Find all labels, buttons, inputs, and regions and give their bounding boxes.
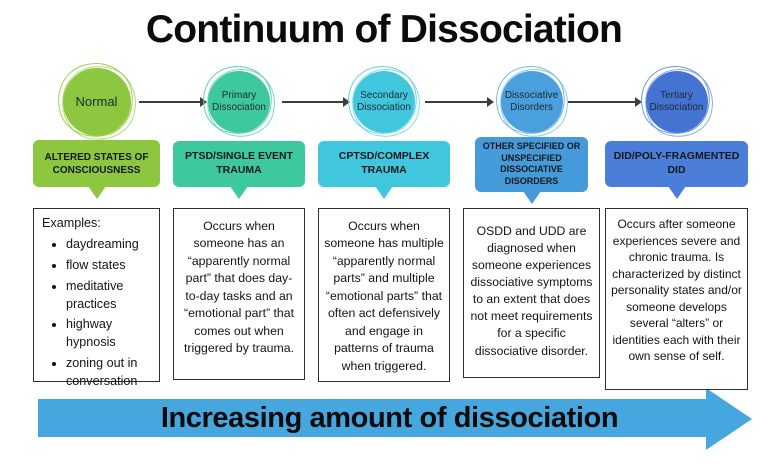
list-item: highway hypnosis (66, 316, 153, 352)
stage-description-tertiary: Occurs after someone experiences severe … (605, 208, 748, 390)
arrow-label: Increasing amount of dissociation (160, 401, 619, 434)
stage-circle-label: Tertiary Dissociation (649, 89, 704, 114)
list-item: zoning out in conversation (66, 355, 153, 391)
stage-description-dissociative-disorders: OSDD and UDD are diagnosed when someone … (463, 208, 600, 378)
stage-circle-label: Normal (75, 93, 118, 109)
stage-description-primary: Occurs when someone has an “apparently n… (173, 208, 305, 380)
stage-header-ptsd: PTSD/SINGLE EVENT TRAUMA (173, 141, 305, 187)
stage-circle-normal: Normal (62, 68, 131, 136)
stage-header-osdd-udd: OTHER SPECIFIED OR UNSPECIFIED DISSOCIAT… (475, 137, 588, 192)
increasing-dissociation-arrow: Increasing amount of dissociation (38, 399, 707, 437)
list-item: flow states (66, 257, 153, 275)
stage-circle-tertiary-dissociation: Tertiary Dissociation (645, 71, 708, 133)
stage-column-tertiary: Tertiary Dissociation DID/POLY-FRAGMENTE… (605, 0, 748, 466)
arrow-head-icon (706, 388, 752, 450)
stage-header-did: DID/POLY-FRAGMENTED DID (605, 141, 748, 187)
stage-circle-label: Secondary Dissociation (357, 89, 411, 114)
stage-column-primary: Primary Dissociation PTSD/SINGLE EVENT T… (173, 0, 305, 466)
stage-circle-primary-dissociation: Primary Dissociation (208, 71, 270, 133)
stage-circle-label: Dissociative Disorders (504, 89, 559, 114)
list-item: daydreaming (66, 236, 153, 254)
stage-description-secondary: Occurs when someone has multiple “appare… (318, 208, 450, 382)
stage-header-altered-states: ALTERED STATES OF CONSCIOUSNESS (33, 140, 160, 187)
examples-intro: Examples: (42, 216, 101, 230)
stage-header-label: OTHER SPECIFIED OR UNSPECIFIED DISSOCIAT… (482, 141, 581, 187)
connector-arrow-icon (568, 97, 642, 107)
examples-list: daydreaming flow states meditative pract… (42, 236, 153, 391)
stage-circle-dissociative-disorders: Dissociative Disorders (500, 71, 563, 133)
connector-arrow-icon (139, 97, 207, 107)
list-item: meditative practices (66, 278, 153, 314)
stage-header-label: PTSD/SINGLE EVENT TRAUMA (185, 150, 293, 176)
stage-header-label: ALTERED STATES OF CONSCIOUSNESS (44, 151, 149, 176)
stage-column-dissociative-disorders: Dissociative Disorders OTHER SPECIFIED O… (463, 0, 600, 466)
stage-circle-label: Primary Dissociation (212, 89, 266, 114)
stage-column-normal: Normal ALTERED STATES OF CONSCIOUSNESS E… (33, 0, 160, 466)
diagram-title: Continuum of Dissociation (145, 8, 623, 51)
stage-description-normal: Examples: daydreaming flow states medita… (33, 208, 160, 388)
stage-header-cptsd: CPTSD/COMPLEX TRAUMA (318, 141, 450, 187)
stage-column-secondary: Secondary Dissociation CPTSD/COMPLEX TRA… (318, 0, 450, 466)
stage-circle-secondary-dissociation: Secondary Dissociation (353, 71, 415, 133)
stage-header-label: DID/POLY-FRAGMENTED DID (613, 150, 740, 176)
connector-arrow-icon (425, 97, 494, 107)
connector-arrow-icon (282, 97, 350, 107)
stage-header-label: CPTSD/COMPLEX TRAUMA (338, 150, 430, 176)
